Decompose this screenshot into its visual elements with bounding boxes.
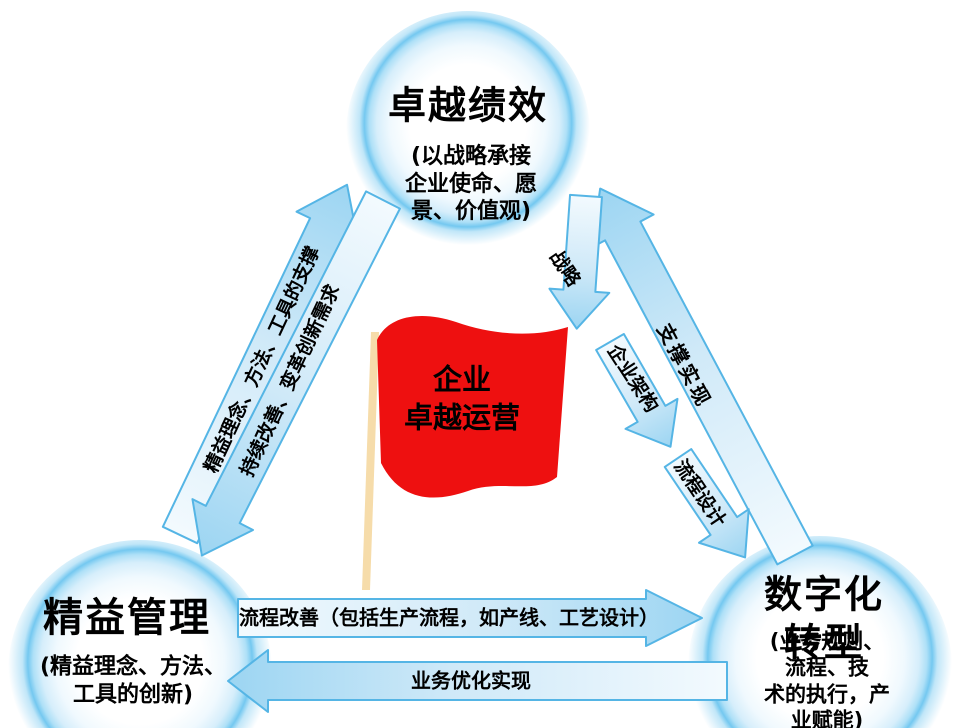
top-node-circle — [346, 11, 590, 255]
bottom-right-node-subtitle: (业务规则、流程、技 术的执行，产业赋能) — [764, 629, 890, 728]
left-down-arrow — [191, 190, 401, 557]
bottom-left-node-title: 精益管理 — [43, 595, 211, 641]
bottom-backward-arrow-label: 业务优化实现 — [411, 668, 531, 693]
top-node-title: 卓越绩效 — [387, 83, 549, 128]
bottom-left-node-subtitle: (精益理念、方法、 工具的创新) — [39, 654, 227, 708]
bottom-left-node-circle — [8, 540, 272, 728]
bottom-forward-arrow-label: 流程改善（包括生产流程，如产线、工艺设计） — [239, 605, 659, 630]
right-up-arrow — [590, 187, 814, 566]
flag — [377, 316, 568, 498]
cascade-arrow-strategy — [548, 193, 611, 330]
flag-label: 企业 卓越运营 — [403, 362, 521, 434]
cascade-arrow-enterprise-architecture — [595, 333, 679, 448]
cascade-arrow-process-design — [663, 448, 750, 559]
bottom-right-node-title: 数字化转型 — [763, 572, 884, 665]
flag-pole — [362, 332, 379, 590]
bottom-right-node-circle — [688, 536, 952, 728]
top-node-subtitle: (以战略承接 企业使命、愿 景、价值观) — [404, 143, 538, 224]
bottom-backward-arrow — [227, 649, 728, 713]
bottom-forward-arrow — [237, 589, 703, 647]
